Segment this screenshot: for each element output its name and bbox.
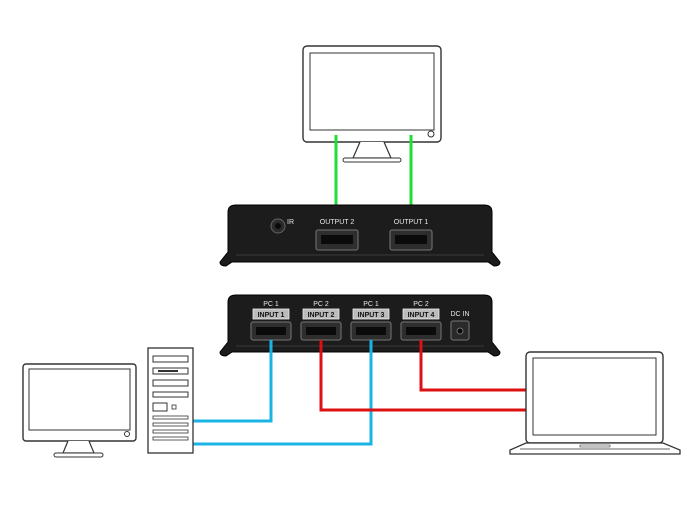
input-3-label: INPUT 3 xyxy=(358,312,385,319)
input-2-label: INPUT 2 xyxy=(308,312,335,319)
dc-in-label: DC IN xyxy=(450,311,469,318)
input-2-port xyxy=(300,321,342,341)
pc2-cable-b xyxy=(419,340,542,392)
input-3-pc-label: PC 1 xyxy=(363,301,379,308)
output-1-label: OUTPUT 1 xyxy=(394,219,429,226)
monitor-left xyxy=(22,363,137,458)
output-2-label: OUTPUT 2 xyxy=(320,219,355,226)
input-2-pc-label: PC 2 xyxy=(313,301,329,308)
dc-in-jack xyxy=(450,320,470,341)
output-device: IR OUTPUT 2 OUTPUT 1 xyxy=(219,204,501,267)
output-2-port xyxy=(315,229,359,251)
input-4-label: INPUT 4 xyxy=(408,312,435,319)
monitor-top xyxy=(302,45,442,163)
input-3-port xyxy=(350,321,392,341)
input-1-port xyxy=(250,321,292,341)
input-4-port xyxy=(400,321,442,341)
laptop xyxy=(509,351,681,455)
input-1-label: INPUT 1 xyxy=(258,312,285,319)
input-cables xyxy=(188,340,542,446)
ir-label: IR xyxy=(287,219,294,226)
pc2-cable-a xyxy=(319,340,542,412)
input-4-pc-label: PC 2 xyxy=(413,301,429,308)
pc1-cable-a xyxy=(188,340,273,423)
input-1-pc-label: PC 1 xyxy=(263,301,279,308)
pc-tower xyxy=(147,347,194,454)
pc1-cable-b xyxy=(188,340,373,446)
output-1-port xyxy=(389,229,433,251)
input-device: PC 1 INPUT 1 PC 2 INPUT 2 PC 1 INPUT 3 P… xyxy=(219,294,501,357)
